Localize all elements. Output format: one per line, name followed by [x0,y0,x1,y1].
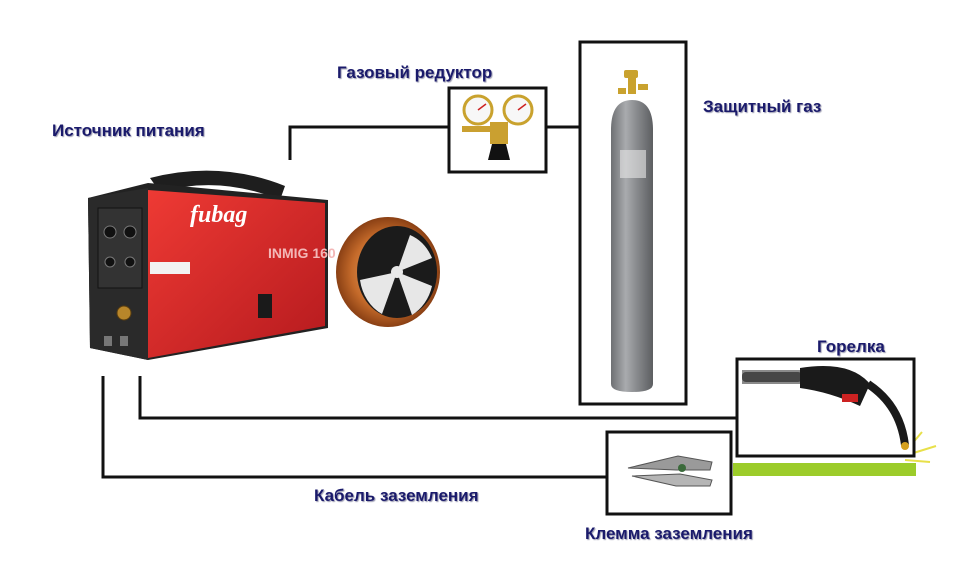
gas-cylinder-icon [611,70,653,392]
torch-cable-line [138,376,737,420]
gas-regulator-icon [462,94,534,160]
ground-clamp-icon [627,455,713,487]
gas-hose-line [288,125,450,160]
shielding-gas-label: Защитный газ [703,97,822,116]
wire-spool [336,217,440,327]
power-source-label: Источник питания [52,121,205,140]
ground-cable-line [101,376,607,479]
machine-brand-logo: fubag [190,202,247,228]
ground-clamp-frame [605,430,733,516]
welding-machine: fubag INMIG 160 [88,170,336,360]
ground-clamp-label: Клемма заземления [585,524,753,543]
welding-torch-icon [742,366,909,450]
ground-cable-label: Кабель заземления [314,486,479,505]
connection-wires [101,125,737,479]
gas-regulator-label: Газовый редуктор [337,63,493,82]
workpiece-strip [733,463,916,476]
machine-model-label: INMIG 160 [268,245,336,261]
torch-label: Горелка [817,337,885,356]
